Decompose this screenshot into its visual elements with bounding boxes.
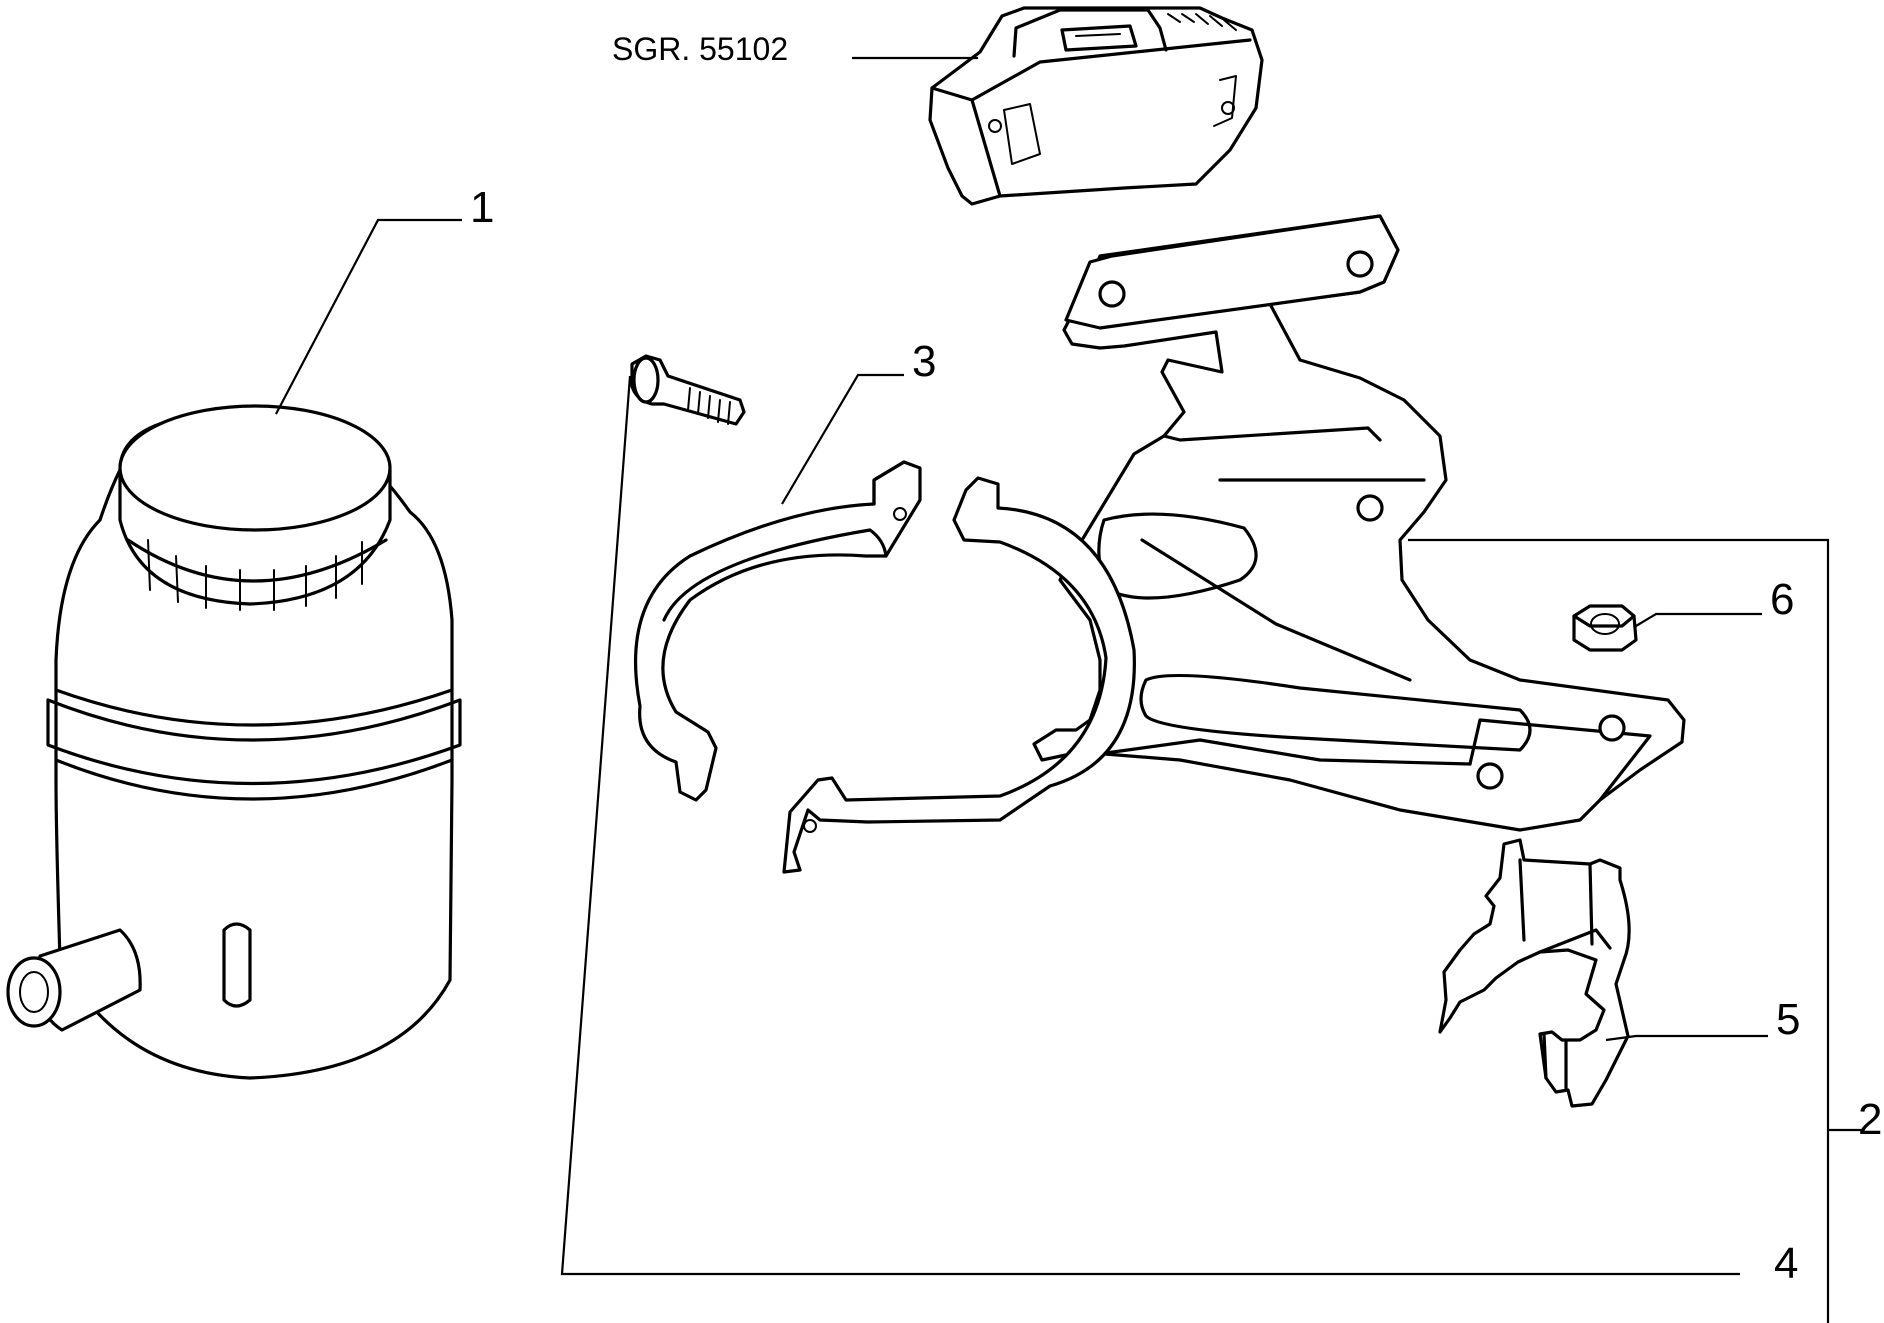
clip-icon [1438, 838, 1631, 1108]
leader-6 [1635, 612, 1762, 627]
leader-3 [781, 373, 904, 505]
leader-1 [275, 218, 462, 415]
bolt-icon [630, 354, 746, 426]
leader-4 [560, 375, 1740, 1276]
nut-icon [1572, 604, 1638, 652]
bracket-icon [1032, 214, 1686, 832]
callout-1: 1 [470, 183, 494, 232]
callout-2: 2 [1858, 1095, 1882, 1144]
clamp-band-icon [633, 460, 1136, 874]
callout-5: 5 [1776, 995, 1800, 1044]
callout-4: 4 [1774, 1239, 1798, 1288]
leader-2-bracket [1408, 538, 1830, 1323]
electronic-module-icon [928, 6, 1264, 206]
leader-5 [1605, 1034, 1768, 1042]
reservoir-icon [6, 404, 462, 1080]
callout-3: 3 [912, 337, 936, 386]
callout-6: 6 [1770, 575, 1794, 624]
reference-label: SGR. 55102 [612, 31, 788, 67]
